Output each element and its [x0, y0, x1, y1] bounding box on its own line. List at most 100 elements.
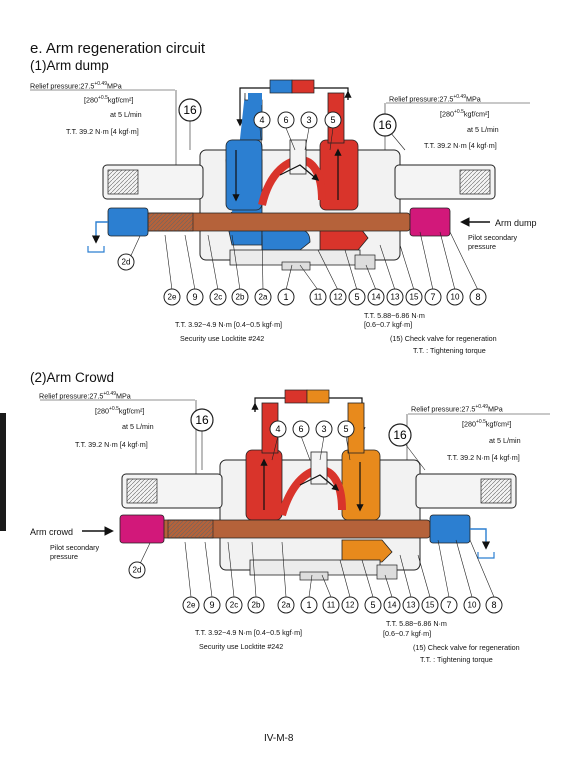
callout-5b-crowd: 5 — [364, 596, 382, 614]
svg-text:13: 13 — [407, 601, 416, 610]
svg-text:16: 16 — [393, 428, 407, 442]
callout-15-crowd: 15 — [421, 596, 439, 614]
callout-13-crowd: 13 — [402, 596, 420, 614]
svg-text:9: 9 — [209, 600, 214, 610]
callout-16-crowd-right: 16 — [388, 423, 412, 447]
svg-text:9: 9 — [192, 292, 197, 302]
svg-text:7: 7 — [446, 600, 451, 610]
callout-7-dump: 7 — [424, 288, 442, 306]
svg-text:2a: 2a — [282, 601, 291, 610]
callout-12-crowd: 12 — [341, 596, 359, 614]
svg-text:11: 11 — [314, 293, 323, 302]
callout-6-crowd: 6 — [292, 420, 310, 438]
callout-9-dump: 9 — [186, 288, 204, 306]
callout-2b-dump: 2b — [231, 288, 249, 306]
svg-text:2d: 2d — [133, 566, 142, 575]
crowd-tt-mid2: [0.6~0.7 kgf·m] — [383, 629, 432, 638]
svg-text:3: 3 — [321, 424, 326, 434]
chapter-tab-bar — [0, 413, 6, 531]
svg-text:2a: 2a — [259, 293, 268, 302]
callout-16-dump-left: 16 — [178, 98, 202, 122]
crowd-spool-end-right — [429, 514, 471, 544]
dump-flow-right: at 5 L/min — [467, 125, 499, 134]
dump-spool-end-right — [409, 207, 451, 237]
svg-text:12: 12 — [334, 293, 343, 302]
dump-pilot-label: Arm dump — [495, 218, 537, 228]
svg-text:11: 11 — [327, 601, 336, 610]
crowd-port-orange — [306, 389, 330, 404]
section-title: e. Arm regeneration circuit — [30, 40, 206, 57]
dump-tt-mid2: [0.6~0.7 kgf·m] — [364, 320, 413, 329]
crowd-spool-end-left — [119, 514, 165, 544]
dump-relief-left-kgf: [280+0.5kgf/cm²] — [84, 95, 134, 105]
dump-tt-mid1: T.T. 5.88~6.86 N·m — [364, 311, 425, 320]
callout-5-crowd: 5 — [337, 420, 355, 438]
crowd-tt-mid1: T.T. 5.88~6.86 N·m — [386, 619, 447, 628]
svg-text:2c: 2c — [214, 293, 222, 302]
crowd-tt-left: T.T. 39.2 N·m [4 kgf·m] — [75, 440, 148, 449]
callout-15-dump: 15 — [405, 288, 423, 306]
svg-text:6: 6 — [283, 115, 288, 125]
callout-10-dump: 10 — [446, 288, 464, 306]
svg-text:3: 3 — [306, 115, 311, 125]
callout-14-crowd: 14 — [383, 596, 401, 614]
svg-text:15: 15 — [410, 293, 419, 302]
svg-text:2e: 2e — [187, 601, 196, 610]
callout-2a-crowd: 2a — [277, 596, 295, 614]
callout-7-crowd: 7 — [440, 596, 458, 614]
svg-text:5: 5 — [354, 292, 359, 302]
callout-2e-dump: 2e — [163, 288, 181, 306]
svg-text:5: 5 — [330, 115, 335, 125]
arm-crowd-diagram — [40, 389, 550, 598]
crowd-relief-left-kgf: [280+0.5kgf/cm²] — [95, 406, 145, 416]
callout-2d-dump: 2d — [117, 253, 135, 271]
dump-pilot-sub: Pilot secondary pressure — [468, 233, 518, 251]
svg-text:5: 5 — [343, 424, 348, 434]
crowd-note-check-valve: (15) Check valve for regeneration — [413, 643, 520, 652]
dump-relief-right-kgf: [280+0.5kgf/cm²] — [440, 109, 490, 119]
svg-text:2b: 2b — [236, 293, 245, 302]
svg-text:5: 5 — [370, 600, 375, 610]
svg-text:2b: 2b — [252, 601, 261, 610]
dump-relief-left: Relief pressure:27.5+0.49MPa — [30, 81, 122, 91]
svg-text:13: 13 — [391, 293, 400, 302]
dump-return-arrow — [236, 87, 270, 127]
crowd-relief-right: Relief pressure:27.5+0.49MPa — [411, 404, 503, 414]
dump-locktite: Security use Locktite #242 — [180, 334, 265, 343]
crowd-pilot-label: Arm crowd — [30, 527, 74, 537]
callout-16-crowd-left: 16 — [190, 408, 214, 432]
crowd-relief-left: Relief pressure:27.5+0.49MPa — [39, 391, 131, 401]
crowd-tt-right: T.T. 39.2 N·m [4 kgf·m] — [447, 453, 520, 462]
crowd-tt-bottom: T.T. 3.92~4.9 N·m [0.4~0.5 kgf·m] — [195, 628, 303, 637]
svg-text:8: 8 — [491, 600, 496, 610]
crowd-port-red — [284, 389, 308, 404]
arm-dump-diagram — [30, 79, 530, 291]
callout-1-crowd: 1 — [300, 596, 318, 614]
dump-note-check-valve: (15) Check valve for regeneration — [390, 334, 497, 343]
crowd-flow-right: at 5 L/min — [489, 436, 521, 445]
svg-text:2c: 2c — [230, 601, 238, 610]
dump-note-tt: T.T. : Tightening torque — [413, 346, 486, 355]
callout-4-crowd: 4 — [269, 420, 287, 438]
crowd-subtitle: (2)Arm Crowd — [30, 370, 115, 385]
dump-blue-chamber — [225, 139, 263, 211]
callout-8-dump: 8 — [469, 288, 487, 306]
callout-11-dump: 11 — [309, 288, 327, 306]
svg-text:16: 16 — [378, 118, 392, 132]
callout-2d-crowd: 2d — [128, 561, 146, 579]
svg-text:2d: 2d — [122, 258, 131, 267]
callout-5-dump: 5 — [324, 111, 342, 129]
dump-relief-right: Relief pressure:27.5+0.49MPa — [389, 94, 481, 104]
callout-2a-dump: 2a — [254, 288, 272, 306]
svg-text:14: 14 — [388, 601, 397, 610]
callout-6-dump: 6 — [277, 111, 295, 129]
callout-13-dump: 13 — [386, 288, 404, 306]
svg-text:6: 6 — [298, 424, 303, 434]
svg-text:7: 7 — [430, 292, 435, 302]
callout-14-dump: 14 — [367, 288, 385, 306]
callout-2c-dump: 2c — [209, 288, 227, 306]
callout-5b-dump: 5 — [348, 288, 366, 306]
callouts: 16 16 4 6 3 5 2d 2e 9 2c 2b 2a 1 11 12 5… — [117, 98, 503, 614]
svg-text:4: 4 — [259, 115, 264, 125]
